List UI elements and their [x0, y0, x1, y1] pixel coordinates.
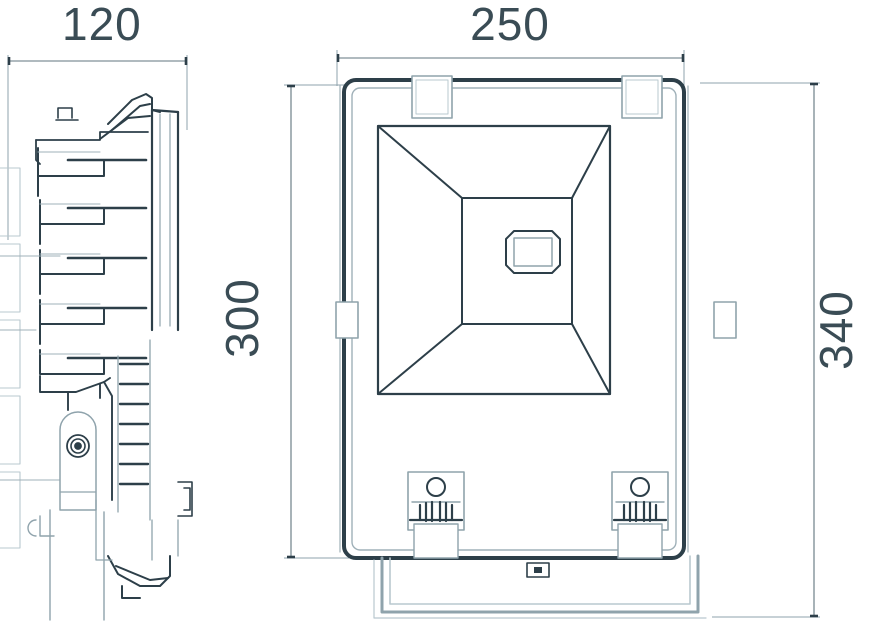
dim-arrow-300-bottom [287, 555, 295, 559]
mounting-bracket-right [611, 471, 669, 559]
yoke-bracket [373, 554, 707, 619]
dim-arrow-340-bottom [810, 614, 818, 618]
yoke-outer [380, 554, 700, 614]
front-view [335, 75, 737, 619]
cable-gland [526, 562, 550, 578]
led-chip-die [513, 237, 553, 267]
heat-sink-fins [0, 147, 148, 481]
side-view-front-plate-inner [159, 113, 171, 327]
side-mounting-tab-right [713, 301, 737, 339]
dim-arrow-250-right [681, 54, 685, 62]
bracket-serrations-left [418, 500, 454, 523]
reflector-facet-diagonals [377, 125, 611, 395]
side-view [0, 93, 193, 621]
dimension-300-label: 300 [216, 278, 268, 358]
bracket-serrations-right [622, 500, 658, 523]
lower-fin-frame [117, 339, 151, 521]
dimension-120-label: 120 [62, 0, 142, 50]
side-view-bottom-outline [95, 499, 179, 561]
dim-arrow-250-left [336, 54, 340, 62]
top-mounting-tab-left [411, 75, 453, 119]
side-mounting-tab-lower [177, 481, 193, 517]
reflector [376, 124, 612, 396]
dim-arrow-120-left [7, 57, 11, 65]
side-view-bottom-foot [107, 555, 171, 599]
bracket-bolt-left [426, 477, 446, 497]
led-chip [505, 230, 561, 274]
bracket-bolt-right [630, 477, 650, 497]
side-view-front-plate [150, 108, 180, 332]
top-mounting-tab-right [621, 75, 663, 119]
dimension-250: 250 [336, 0, 685, 100]
dimension-250-label: 250 [470, 0, 550, 50]
dimension-120: 120 [7, 0, 188, 240]
side-view-ghost-outline [0, 167, 21, 549]
yoke-arm-side [27, 509, 105, 621]
dimension-340: 340 [700, 82, 862, 618]
dimension-340-label: 340 [810, 290, 862, 370]
yoke-ghost [373, 559, 707, 619]
side-mounting-tab-left [335, 301, 359, 339]
dim-arrow-300-top [287, 84, 295, 88]
top-mounting-tab [55, 107, 79, 121]
dim-arrow-340-top [810, 82, 818, 86]
side-view-bracket-collar [39, 375, 113, 501]
lower-fin-slots [118, 362, 150, 486]
mounting-pivot-bracket [59, 411, 97, 511]
dim-arrow-120-right [184, 57, 188, 65]
pivot-bolt [66, 434, 90, 458]
mounting-bracket-left [407, 471, 465, 559]
yoke-inner [389, 555, 691, 605]
dimension-300: 300 [216, 84, 352, 559]
